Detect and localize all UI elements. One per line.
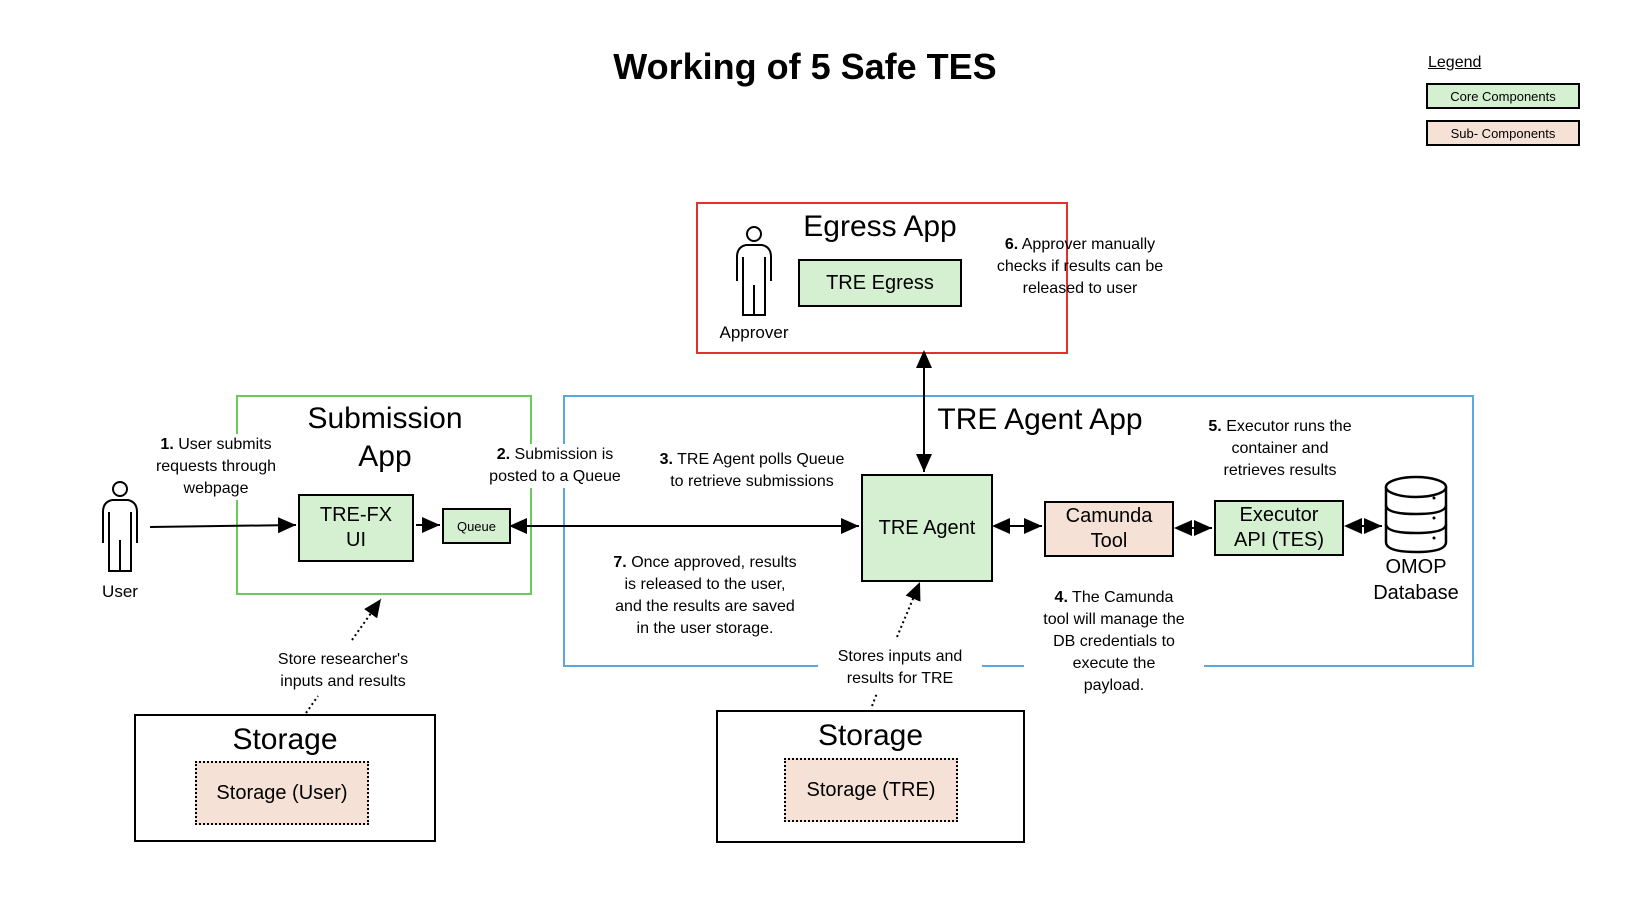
step-1-line2: requests through (155, 458, 277, 475)
camunda-tool-node[interactable]: Camunda Tool (1044, 501, 1174, 557)
step-7-line1: Once approved, results (631, 554, 797, 571)
storage-tre-container: Storage Storage (TRE) (716, 710, 1025, 843)
executor-api-line1: Executor (1239, 504, 1319, 526)
step-1-line3: webpage (183, 480, 249, 497)
legend-sub-components: Sub- Components (1426, 120, 1580, 146)
storage-tre-note: Stores inputs and results for TRE (818, 646, 982, 690)
step-5-line3: retrieves results (1223, 462, 1337, 479)
step-3-line1: TRE Agent polls Queue (677, 451, 845, 468)
tre-agent-app-title: TRE Agent App (937, 403, 1143, 436)
step-4-line1: The Camunda (1072, 589, 1174, 606)
step-5-note: 5. Executor runs the container and retri… (1184, 416, 1376, 482)
executor-api-line2: API (TES) (1233, 529, 1324, 551)
step-7-line4: in the user storage. (636, 620, 774, 637)
user-person-icon (102, 481, 138, 572)
legend-title: Legend (1428, 54, 1482, 71)
egress-app-title: Egress App (803, 210, 957, 243)
storage-user-node[interactable]: Storage (User) (195, 761, 369, 825)
step-1-note: 1. User submits requests through webpage (140, 434, 292, 500)
step-4-line4: execute the (1072, 655, 1156, 672)
step-6-line3: released to user (1022, 280, 1138, 297)
step-4-note: 4. The Camunda tool will manage the DB c… (1024, 587, 1204, 697)
tre-fx-ui-node[interactable]: TRE-FX UI (298, 494, 414, 562)
storage-tre-title: Storage (817, 719, 924, 752)
step-6-note: 6. Approver manually checks if results c… (975, 234, 1185, 300)
step-1-number: 1. (160, 436, 174, 453)
storage-user-note-line2: inputs and results (280, 673, 406, 690)
step-7-note: 7. Once approved, results is released to… (590, 552, 820, 640)
database-icon (1384, 475, 1448, 554)
step-6-line1: Approver manually (1021, 236, 1156, 253)
step-1-line1: User submits (178, 436, 272, 453)
step-5-number: 5. (1208, 418, 1222, 435)
step-4-line3: DB credentials to (1053, 633, 1175, 650)
egress-app-region (696, 202, 1068, 354)
step-7-number: 7. (613, 554, 627, 571)
dotted-storage-tre-lower (871, 692, 878, 707)
submission-app-title-line1: Submission (307, 402, 463, 435)
storage-tre-node[interactable]: Storage (TRE) (784, 758, 958, 822)
step-6-line2: checks if results can be (996, 258, 1164, 275)
storage-user-note: Store researcher's inputs and results (262, 649, 424, 693)
arrow-user-to-ui (149, 517, 297, 534)
omop-database-line1: OMOP (1385, 556, 1447, 578)
dotted-storage-user-to-submission (351, 598, 382, 641)
tre-fx-ui-line1: TRE-FX (319, 504, 393, 526)
approver-person-icon (736, 226, 772, 316)
storage-tre-note-line1: Stores inputs and (837, 648, 963, 665)
executor-api-node[interactable]: Executor API (TES) (1214, 500, 1344, 556)
dotted-storage-tre-to-agent (896, 581, 921, 638)
tre-fx-ui-line2: UI (346, 529, 366, 551)
step-3-line2: to retrieve submissions (670, 473, 834, 490)
storage-user-container: Storage Storage (User) (134, 714, 436, 842)
dotted-storage-user-lower (305, 695, 319, 714)
legend-core-components: Core Components (1426, 83, 1580, 109)
step-2-number: 2. (496, 446, 511, 463)
omop-database-label: OMOP Database (1366, 554, 1466, 606)
queue-node[interactable]: Queue (442, 508, 511, 544)
submission-app-title: Submission App (280, 400, 490, 476)
camunda-tool-line1: Camunda (1065, 505, 1153, 527)
step-7-line2: is released to the user, (624, 576, 786, 593)
diagram-title: Working of 5 Safe TES (613, 46, 997, 87)
storage-tre-note-line2: results for TRE (846, 670, 954, 687)
step-4-line5: payload. (1083, 677, 1145, 694)
camunda-tool-line2: Tool (1090, 530, 1128, 552)
tre-egress-node[interactable]: TRE Egress (798, 259, 962, 307)
storage-user-note-line1: Store researcher's (277, 651, 409, 668)
step-4-line2: tool will manage the (1043, 611, 1185, 628)
step-3-number: 3. (659, 451, 673, 468)
tre-agent-node[interactable]: TRE Agent (861, 474, 993, 582)
submission-app-title-line2: App (358, 440, 412, 473)
step-3-note: 3. TRE Agent polls Queue to retrieve sub… (640, 449, 864, 493)
step-5-line1: Executor runs the (1226, 418, 1352, 435)
step-5-line2: container and (1231, 440, 1329, 457)
omop-database-line2: Database (1373, 582, 1459, 604)
step-2-note: 2. Submission is posted to a Queue (474, 444, 636, 488)
approver-label: Approver (719, 323, 789, 342)
step-7-line3: and the results are saved (615, 598, 795, 615)
step-6-number: 6. (1004, 236, 1019, 253)
storage-user-title: Storage (232, 723, 338, 756)
user-label: User (102, 582, 138, 601)
step-2-line2: posted to a Queue (489, 468, 621, 485)
step-4-number: 4. (1054, 589, 1068, 606)
step-2-line1: Submission is (514, 446, 614, 463)
